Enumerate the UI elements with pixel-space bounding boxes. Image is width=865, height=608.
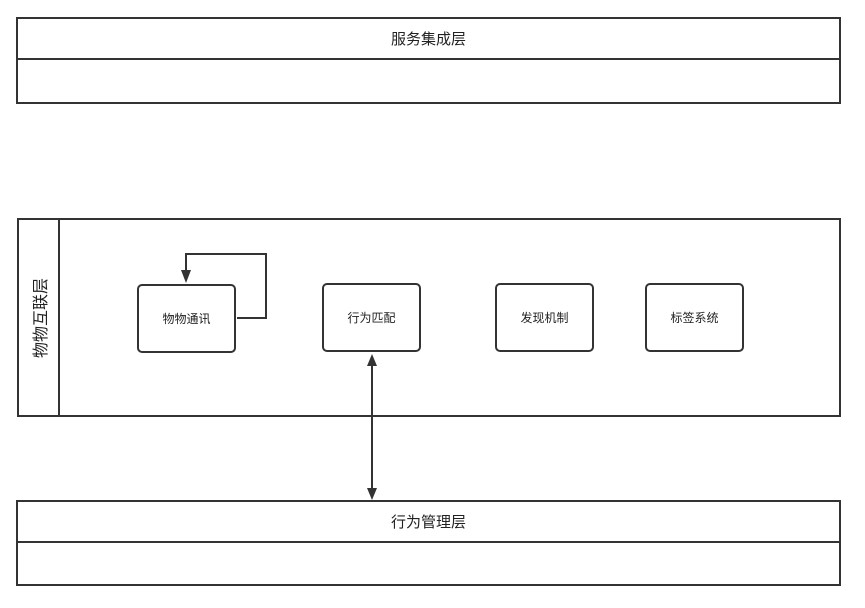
node-label: 物物通讯 [162,312,211,326]
node-label: 发现机制 [520,311,569,325]
behavior-management-layer-title: 行为管理层 [18,502,839,543]
node-tag-system[interactable]: 标签系统 [645,283,744,352]
node-discovery-mechanism[interactable]: 发现机制 [495,283,594,352]
service-integration-layer-title: 服务集成层 [18,19,839,60]
iot-layer-title: 物物互联层 [30,277,50,358]
behavior-management-layer: 行为管理层 [16,500,841,586]
node-behavior-matching[interactable]: 行为匹配 [322,283,421,352]
iot-layer-side-header: 物物互联层 [19,220,60,415]
service-integration-layer: 服务集成层 [16,17,841,104]
arrowhead-down [367,488,377,500]
node-label: 行为匹配 [347,311,396,325]
node-label: 标签系统 [670,311,719,325]
node-thing-communication[interactable]: 物物通讯 [137,284,236,353]
